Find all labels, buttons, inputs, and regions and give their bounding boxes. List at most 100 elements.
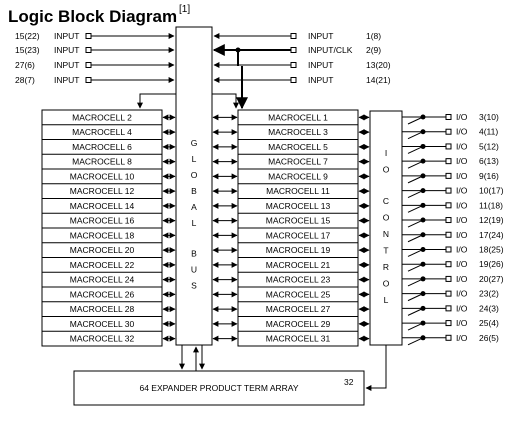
expander-array-block [73, 370, 365, 406]
right-input-label: INPUT [308, 75, 334, 85]
macrocell-label: MACROCELL 31 [266, 334, 331, 344]
io-pin-number: 23(2) [479, 289, 499, 299]
macrocell-label: MACROCELL 14 [70, 201, 135, 211]
macrocell-label: MACROCELL 8 [72, 157, 132, 167]
io-feedback-line [407, 278, 424, 287]
left-input-pad [85, 33, 92, 39]
io-pin-label: I/O [456, 303, 468, 313]
right-input-pin: 13(20) [366, 60, 391, 70]
io-pin-pad [445, 290, 452, 297]
macrocell-label: MACROCELL 29 [266, 319, 331, 329]
macrocell-label: MACROCELL 10 [70, 171, 135, 181]
left-input-label: INPUT [54, 31, 80, 41]
bus-arrows [162, 114, 370, 342]
io-feedback-line [407, 204, 424, 213]
io-pin-number: 18(25) [479, 244, 504, 254]
macrocell-label: MACROCELL 2 [72, 112, 132, 122]
right-input-pad [290, 77, 297, 83]
io-pin-label: I/O [456, 200, 468, 210]
io-pin-number: 4(11) [479, 127, 498, 137]
io-feedback-line [407, 131, 424, 140]
bus-feed-right-arrow [212, 93, 239, 109]
right-input-label: INPUT/CLK [308, 45, 353, 55]
macrocell-label: MACROCELL 22 [70, 260, 135, 270]
io-pin-label: I/O [456, 215, 468, 225]
macrocell-label: MACROCELL 9 [268, 171, 328, 181]
io-feedback-line [407, 190, 424, 199]
left-input-pin: 15(23) [15, 45, 40, 55]
io-pin-number: 9(16) [479, 171, 499, 181]
io-pin-label: I/O [456, 318, 468, 328]
io-pin-pad [445, 114, 452, 120]
io-feedback-line [407, 219, 424, 228]
right-input-pin: 2(9) [366, 45, 381, 55]
io-pin-pad [445, 187, 452, 194]
io-pin-pad [445, 261, 452, 268]
macrocell-label: MACROCELL 1 [268, 112, 328, 122]
io-pin-pad [445, 202, 452, 209]
right-input-label: INPUT [308, 31, 334, 41]
macrocell-label: MACROCELL 32 [70, 334, 135, 344]
io-pin-label: I/O [456, 186, 468, 196]
io-pin-label: I/O [456, 112, 468, 122]
macrocell-label: MACROCELL 19 [266, 245, 331, 255]
io-pin-pad [445, 217, 452, 224]
macrocell-label: MACROCELL 3 [268, 127, 328, 137]
io-pin-label: I/O [456, 230, 468, 240]
macrocell-label: MACROCELL 20 [70, 245, 135, 255]
macrocell-label: MACROCELL 21 [266, 260, 331, 270]
macrocell-label: MACROCELL 18 [70, 230, 135, 240]
macrocell-label: MACROCELL 30 [70, 319, 135, 329]
io-pin-number: 20(27) [479, 274, 504, 284]
macrocell-label: MACROCELL 27 [266, 304, 331, 314]
io-feedback-line [407, 337, 424, 346]
io-feedback-line [407, 145, 424, 154]
bus-feed-left-arrow [137, 93, 176, 109]
left-input-label: INPUT [54, 75, 80, 85]
title-footnote: [1] [179, 4, 190, 15]
right-input-pad [290, 62, 297, 68]
io-pin-number: 12(19) [479, 215, 504, 225]
io-control-block [369, 110, 403, 346]
io-pin-number: 17(24) [479, 230, 504, 240]
io-pin-label: I/O [456, 259, 468, 269]
macrocell-label: MACROCELL 17 [266, 230, 331, 240]
io-pin-pad [445, 246, 452, 253]
io-pin-number: 24(3) [479, 303, 499, 313]
macrocell-label: MACROCELL 24 [70, 275, 135, 285]
left-input-label: INPUT [54, 45, 80, 55]
io-pin-number: 3(10) [479, 112, 499, 122]
left-input-pad [85, 47, 92, 53]
io-pin-pad [445, 143, 452, 150]
io-feedback-line [407, 234, 424, 243]
io-pin-label: I/O [456, 171, 468, 181]
expander-bus-width: 32 [344, 377, 354, 387]
macrocell-label: MACROCELL 23 [266, 275, 331, 285]
macrocell-label: MACROCELL 25 [266, 289, 331, 299]
global-bus-block [175, 26, 213, 346]
io-pin-pad [445, 305, 452, 312]
right-input-label: INPUT [308, 60, 334, 70]
macrocell-label: MACROCELL 11 [266, 186, 330, 196]
io-pin-label: I/O [456, 274, 468, 284]
io-feedback-line [407, 293, 424, 302]
io-pin-number: 19(26) [479, 259, 504, 269]
io-feedback-line [407, 263, 424, 272]
macrocell-label: MACROCELL 4 [72, 127, 132, 137]
left-macrocells: MACROCELL 2 MACROCELL 4 MACROCELL 6 MACROCE… [42, 112, 162, 344]
io-feedback-line [407, 116, 424, 125]
macrocell-label: MACROCELL 7 [268, 157, 328, 167]
io-pin-label: I/O [456, 141, 468, 151]
right-input-pad [290, 33, 297, 39]
left-input-label: INPUT [54, 60, 80, 70]
expander-array-label: 64 EXPANDER PRODUCT TERM ARRAY [139, 383, 298, 393]
macrocell-label: MACROCELL 16 [70, 216, 135, 226]
macrocell-label: MACROCELL 6 [72, 142, 132, 152]
io-feedback-line [407, 160, 424, 169]
